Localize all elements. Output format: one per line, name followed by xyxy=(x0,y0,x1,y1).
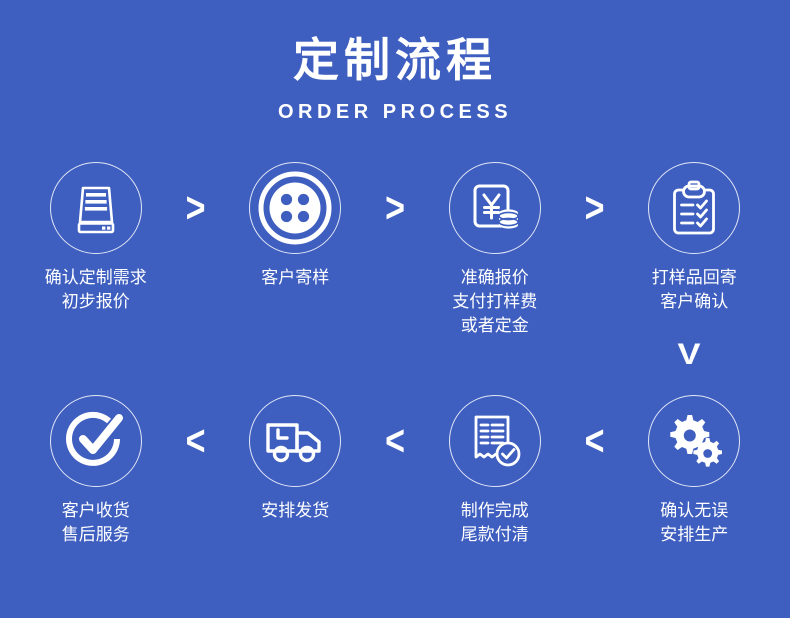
flow-step-customer-sends-sample[interactable]: 客户寄样 xyxy=(222,161,370,290)
step-label: 确认定制需求 初步报价 xyxy=(44,267,147,312)
step-icon-circle xyxy=(648,161,741,254)
flow-separator-forward-icon: > xyxy=(584,184,605,232)
step-label: 客户收货 售后服务 xyxy=(61,501,130,545)
step-label: 确认无误 安排生产 xyxy=(660,501,729,545)
step-label: 准确报价 支付打样费 或者定金 xyxy=(452,267,538,336)
document-lines-icon xyxy=(72,182,120,234)
flow-step-confirm-requirements[interactable]: 确认定制需求 初步报价 xyxy=(22,161,170,314)
delivery-truck-icon xyxy=(264,417,326,465)
flow-step-start-production[interactable]: 确认无误 安排生产 xyxy=(621,395,769,547)
step-icon-circle xyxy=(49,161,142,254)
flow-step-production-complete[interactable]: 制作完成 尾款付清 xyxy=(421,395,569,547)
clipboard-checklist-icon xyxy=(669,180,719,236)
step-icon-circle xyxy=(448,161,541,254)
flow-separator-forward-icon: > xyxy=(385,184,405,232)
step-label: 制作完成 尾款付清 xyxy=(460,501,529,545)
flow-step-accurate-quote[interactable]: 准确报价 支付打样费 或者定金 xyxy=(421,161,569,338)
step-icon-circle xyxy=(648,395,741,488)
gears-icon xyxy=(663,412,725,470)
page-title: 定制流程 xyxy=(293,34,497,86)
step-icon-circle xyxy=(249,395,342,488)
sewing-button-icon xyxy=(258,171,332,245)
flow-connector-down: V xyxy=(22,338,768,372)
flow-step-arrange-shipment[interactable]: 安排发货 xyxy=(222,395,370,523)
page-header: 定制流程 ORDER PROCESS xyxy=(0,0,790,124)
page-subtitle: ORDER PROCESS xyxy=(277,100,513,123)
invoice-paid-icon xyxy=(468,413,522,469)
step-label: 客户寄样 xyxy=(261,267,330,287)
flow-separator-backward-icon: < xyxy=(584,417,605,466)
flow-row-top: 确认定制需求 初步报价 > 客户寄样 xyxy=(22,161,769,338)
chevron-down-icon: V xyxy=(677,338,701,372)
yuan-quote-coins-icon xyxy=(467,180,523,236)
flow-separator-backward-icon: < xyxy=(185,417,206,466)
step-label: 打样品回寄 客户确认 xyxy=(651,267,737,312)
step-icon-circle xyxy=(448,395,541,488)
flow-row-bottom: 客户收货 售后服务 < 安排发货 < xyxy=(22,395,768,547)
step-icon-circle xyxy=(49,395,142,488)
check-circle-icon xyxy=(65,411,127,471)
flow-step-customer-receipt[interactable]: 客户收货 售后服务 xyxy=(22,395,170,547)
flow-separator-backward-icon: < xyxy=(385,417,405,466)
flow-step-sample-confirmation[interactable]: 打样品回寄 客户确认 xyxy=(621,161,769,314)
flow-separator-forward-icon: > xyxy=(185,184,206,232)
step-label: 安排发货 xyxy=(261,501,330,521)
step-icon-circle xyxy=(249,161,342,254)
order-process-flow: 确认定制需求 初步报价 > 客户寄样 xyxy=(0,161,790,548)
